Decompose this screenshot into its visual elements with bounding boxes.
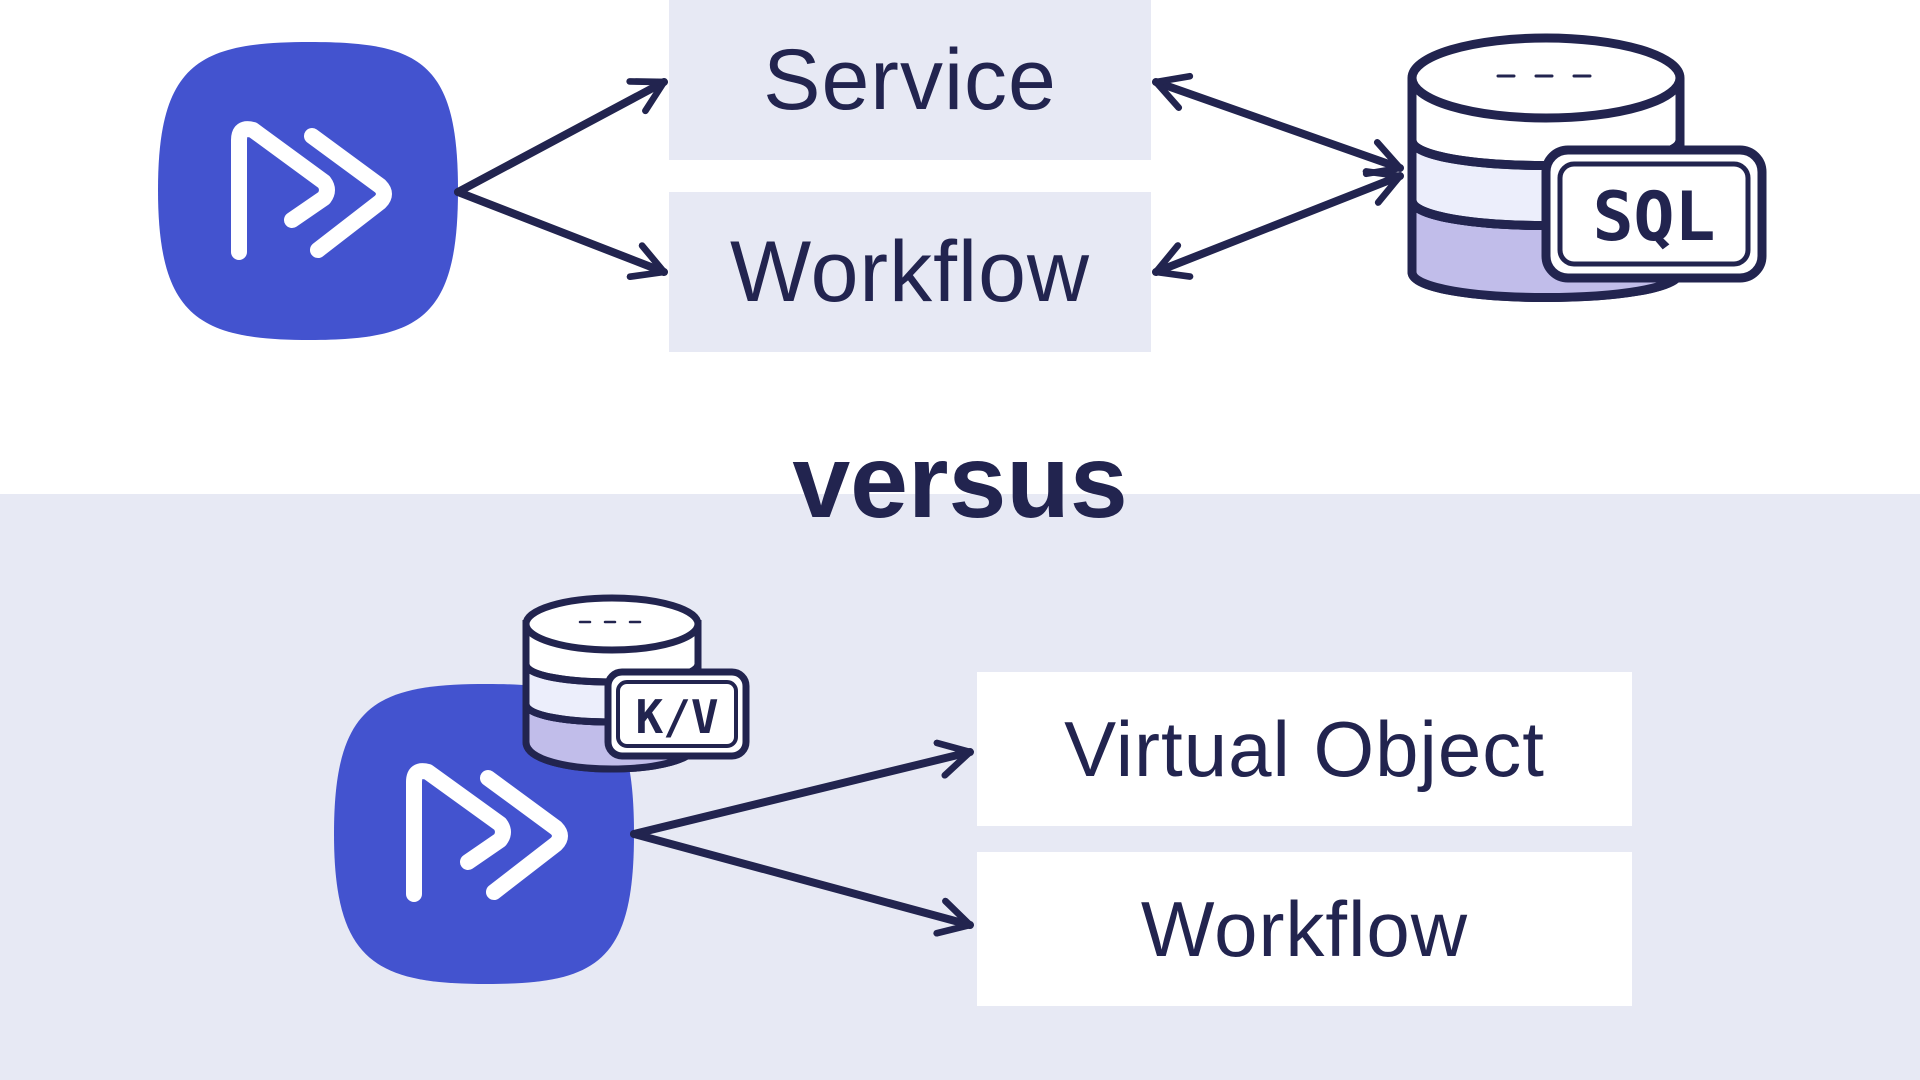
service-box: Service	[669, 0, 1151, 160]
sql-database-icon	[1407, 33, 1767, 302]
top-workflow-label: Workflow	[729, 223, 1091, 320]
bottom-workflow-box: Workflow	[977, 852, 1632, 1006]
versus-heading: versus	[792, 424, 1128, 540]
service-label: Service	[763, 31, 1057, 128]
virtual-object-box: Virtual Object	[977, 672, 1632, 826]
bottom-arrows-to-boxes	[630, 739, 974, 937]
bottom-workflow-label: Workflow	[1140, 884, 1469, 973]
sql-badge-text: SQL	[1593, 178, 1716, 257]
top-arrows-to-database	[1152, 72, 1404, 280]
kv-badge-text: K/V	[635, 690, 718, 744]
kv-database-icon	[522, 594, 750, 773]
top-workflow-box: Workflow	[669, 192, 1151, 352]
top-arrows-to-boxes	[454, 78, 668, 281]
restate-logo-icon-top	[158, 42, 458, 340]
virtual-object-label: Virtual Object	[1064, 704, 1545, 793]
